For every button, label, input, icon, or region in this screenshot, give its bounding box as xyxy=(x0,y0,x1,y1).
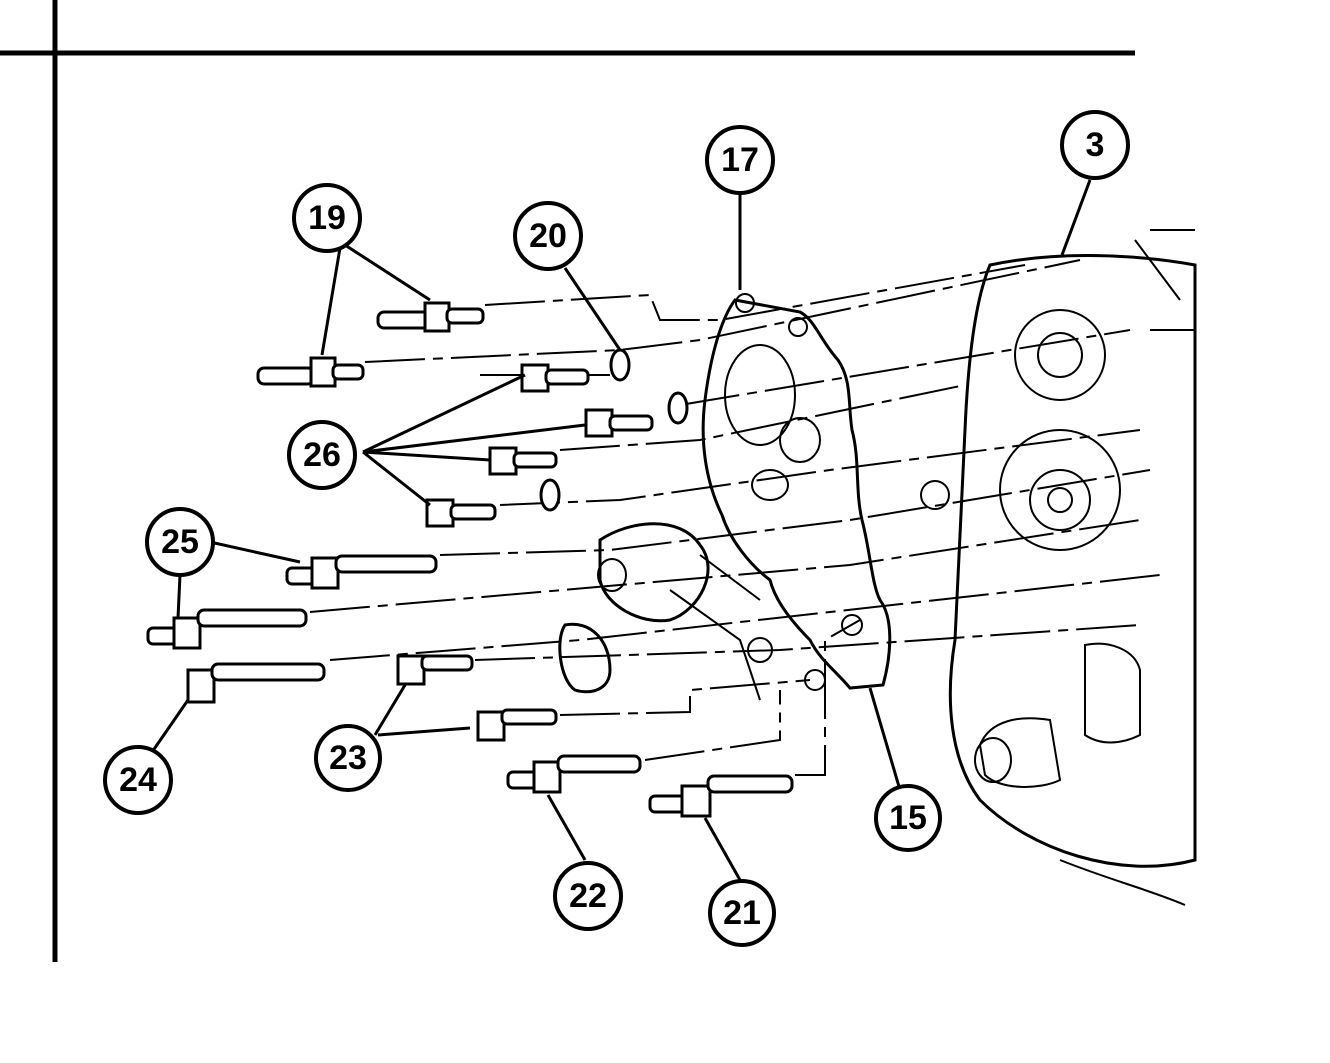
callout-19-label: 19 xyxy=(308,199,346,237)
stud-22 xyxy=(506,754,642,794)
engine-front-cover xyxy=(920,229,1197,906)
stud-19-upper xyxy=(376,301,485,333)
callout-19: 19 xyxy=(292,183,362,253)
bolt-26-b xyxy=(584,408,654,438)
callout-22-label: 22 xyxy=(569,877,607,915)
callout-24-label: 24 xyxy=(119,761,157,799)
callout-26-label: 26 xyxy=(303,436,341,474)
water-pump-assembly xyxy=(558,293,892,701)
callout-23: 23 xyxy=(314,724,382,792)
alignment-lines xyxy=(309,259,1161,776)
bolt-23-lower xyxy=(476,708,558,742)
callout-17: 17 xyxy=(705,125,775,195)
stud-25-lower xyxy=(146,608,308,650)
bolt-26-c xyxy=(488,446,558,476)
callout-3-label: 3 xyxy=(1086,126,1105,164)
bolt-26-d xyxy=(425,498,497,528)
callout-17-label: 17 xyxy=(721,141,759,179)
bolt-23-upper xyxy=(396,654,474,686)
bolt-26-a xyxy=(520,363,590,393)
callout-23-label: 23 xyxy=(329,739,367,777)
callout-20-label: 20 xyxy=(529,217,567,255)
page-frame xyxy=(0,0,1135,962)
callout-21: 21 xyxy=(708,879,776,947)
callout-balloons: 3 15 17 19 20 21 22 23 xyxy=(103,110,1130,947)
callout-21-label: 21 xyxy=(723,894,761,932)
callout-15: 15 xyxy=(874,784,942,852)
leader-lines xyxy=(148,179,1092,881)
callout-3: 3 xyxy=(1060,110,1130,180)
stud-21 xyxy=(648,774,794,818)
stud-19-lower xyxy=(256,356,365,388)
callout-25: 25 xyxy=(145,507,215,577)
stud-25-upper xyxy=(285,554,438,590)
callout-26: 26 xyxy=(287,420,357,490)
bolt-24 xyxy=(186,662,326,704)
callout-22: 22 xyxy=(553,861,623,931)
callout-20: 20 xyxy=(513,201,583,271)
callout-24: 24 xyxy=(103,745,173,815)
callout-25-label: 25 xyxy=(161,523,199,561)
callout-15-label: 15 xyxy=(889,799,927,837)
fasteners xyxy=(146,301,794,818)
